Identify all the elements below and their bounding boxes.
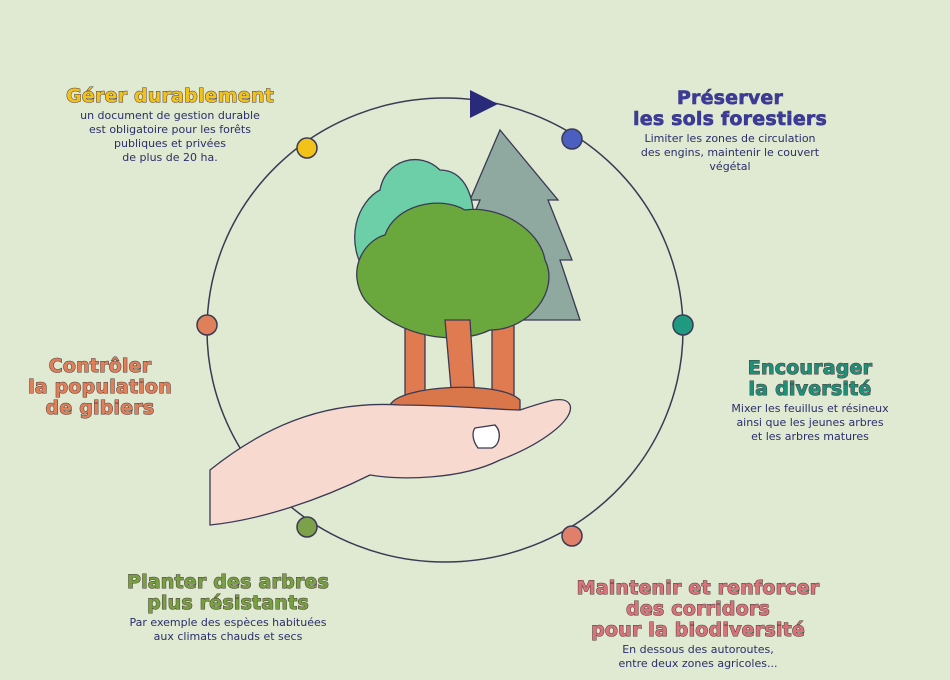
cycle-dots — [196, 128, 694, 547]
trees-illustration — [354, 128, 581, 411]
item-desc: En dessous des autoroutes,entre deux zon… — [618, 643, 778, 670]
item-title: Gérer durablement — [66, 85, 275, 107]
hand-illustration — [209, 398, 572, 526]
item-gerer: Gérer durablement un document de gestion… — [40, 85, 300, 165]
arrow-icon — [470, 90, 498, 118]
